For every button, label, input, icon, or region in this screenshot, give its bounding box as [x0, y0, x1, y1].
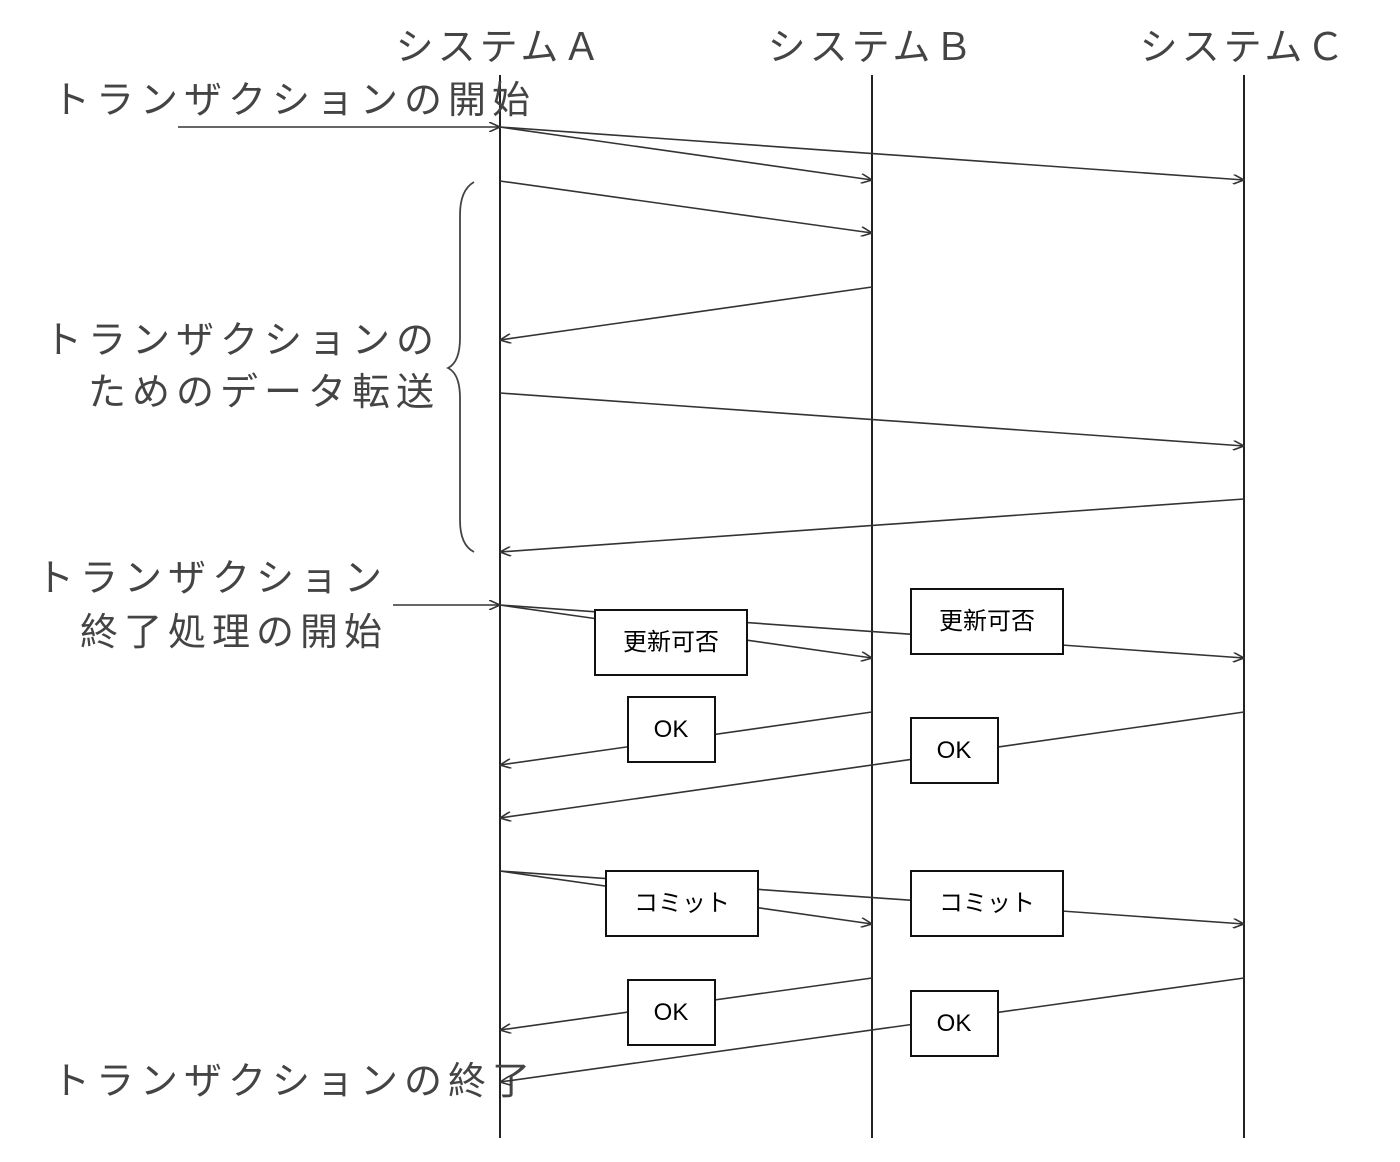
box-commit-c: コミット [910, 870, 1064, 937]
box-ok-commit-c-label: OK [937, 1010, 972, 1037]
transfer-brace [445, 181, 475, 553]
label-data-transfer-line2: ためのデータ転送 [88, 370, 440, 414]
box-ok-commit-c: OK [910, 990, 999, 1057]
label-end-processing-line1: トランザクション [36, 556, 388, 600]
box-prepare-b-label: 更新可否 [623, 629, 719, 656]
box-ok-prepare-b: OK [627, 696, 716, 763]
box-ok-prepare-c-label: OK [937, 737, 972, 764]
label-transaction-end: トランザクションの終了 [52, 1059, 536, 1103]
message-c-to-a-ok-prepare [500, 711, 1245, 818]
box-prepare-c: 更新可否 [910, 588, 1064, 655]
message-c-to-a-data [500, 498, 1245, 552]
label-transaction-start: トランザクションの開始 [52, 78, 536, 122]
label-data-transfer-line1: トランザクションの [44, 318, 440, 362]
box-commit-b-label: コミット [634, 890, 730, 917]
lane-title-system-c: システムＣ [1140, 25, 1349, 69]
lane-title-system-b: システムＢ [768, 25, 977, 69]
box-ok-commit-b: OK [627, 979, 716, 1046]
box-prepare-b: 更新可否 [594, 609, 748, 676]
box-commit-b: コミット [605, 870, 759, 937]
box-commit-c-label: コミット [939, 890, 1035, 917]
message-c-to-a-ok-commit [500, 977, 1245, 1082]
box-ok-prepare-c: OK [910, 717, 999, 784]
box-ok-commit-b-label: OK [654, 999, 689, 1026]
label-end-processing-line2: 終了処理の開始 [80, 610, 388, 654]
message-a-to-b-start [499, 126, 872, 180]
message-a-to-b-data [499, 180, 872, 233]
box-prepare-c-label: 更新可否 [939, 608, 1035, 635]
lane-title-system-a: システムＡ [396, 25, 605, 69]
message-a-to-c-start [499, 126, 1244, 180]
message-a-to-c-data [499, 392, 1244, 446]
message-b-to-a-data [500, 286, 873, 340]
box-ok-prepare-b-label: OK [654, 716, 689, 743]
